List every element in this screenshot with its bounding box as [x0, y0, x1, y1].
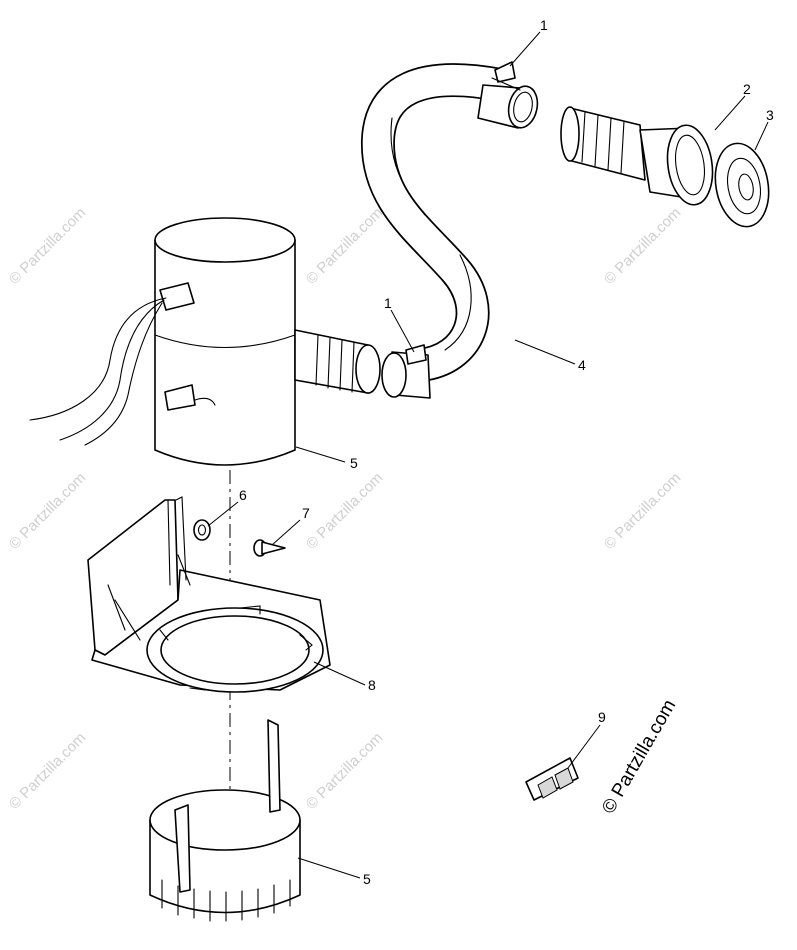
callout-1-top: 1 [540, 17, 548, 33]
watermark: © Partzilla.com [303, 469, 386, 552]
watermark: © Partzilla.com [303, 729, 386, 812]
screw [253, 539, 286, 557]
callout-5-base: 5 [363, 871, 371, 887]
callout-1-mid: 1 [384, 295, 392, 311]
callout-6: 6 [239, 487, 247, 503]
callout-4: 4 [578, 357, 586, 373]
callout-2: 2 [743, 81, 751, 97]
pump-wires [29, 282, 195, 446]
leader-lines [207, 31, 769, 879]
watermark: © Partzilla.com [601, 469, 684, 552]
brand-mark: © Partzilla.com [598, 696, 680, 817]
callout-9: 9 [598, 709, 606, 725]
callout-7: 7 [302, 505, 310, 521]
washer [193, 519, 211, 541]
pump-outlet [294, 329, 381, 394]
watermark: © Partzilla.com [6, 204, 89, 287]
hose-lower-end [381, 344, 431, 399]
watermark: © Partzilla.com [6, 469, 89, 552]
watermark: © Partzilla.com [601, 204, 684, 287]
pump-motor [154, 217, 296, 466]
decal [525, 757, 579, 801]
hose [360, 63, 504, 382]
watermark: © Partzilla.com [303, 204, 386, 287]
strainer-base [149, 719, 301, 922]
hose-upper-end [477, 61, 539, 129]
callout-3: 3 [766, 107, 774, 123]
mounting-bracket [87, 496, 331, 693]
watermark-layer: © Partzilla.com © Partzilla.com © Partzi… [6, 204, 684, 812]
callout-8: 8 [368, 677, 376, 693]
callout-5-pump: 5 [350, 455, 358, 471]
watermark: © Partzilla.com [6, 729, 89, 812]
thru-hull-fitting [560, 106, 770, 228]
callouts: 1 2 3 1 4 5 6 7 8 9 5 [239, 17, 774, 887]
